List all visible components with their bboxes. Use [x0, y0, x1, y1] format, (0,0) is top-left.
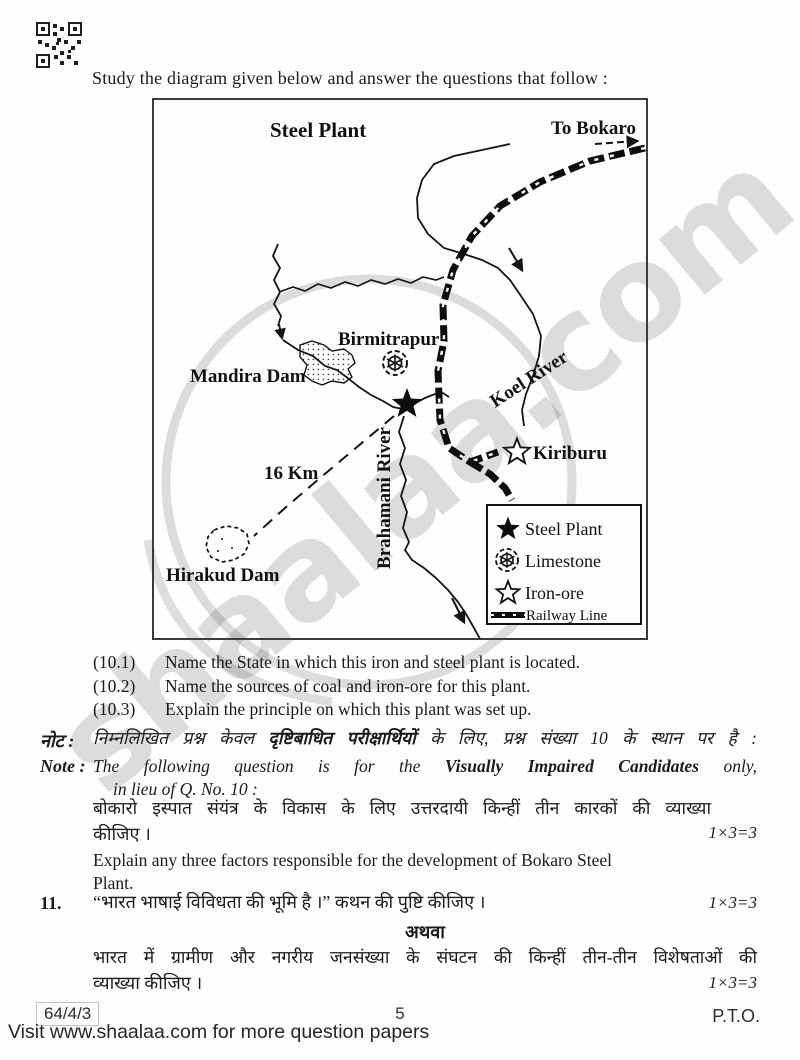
flow-arrow-right [508, 247, 524, 273]
legend-limestone-label: Limestone [525, 551, 601, 571]
note-english-prefix: The following question is for the [93, 756, 445, 776]
note-english-line2: in lieu of Q. No. 10 : [113, 779, 258, 799]
note-text-hindi: निम्नलिखित प्रश्न केवल दृष्टिबाधित परीक्… [93, 728, 757, 750]
instruction-line: Study the diagram given below and answer… [92, 68, 609, 88]
legend-iron-ore-icon [494, 578, 522, 605]
note-hindi-suffix: के लिए, प्रश्न संख्या 10 के स्थान पर है … [415, 728, 757, 748]
flow-arrow-bottom [451, 597, 466, 625]
river-branch-path [278, 276, 445, 293]
birmitrapur-label: Birmitrapur [338, 329, 440, 350]
limestone-symbol [382, 350, 408, 376]
to-bokaro-arrow [594, 135, 640, 149]
q11-or-label: अथवा [405, 922, 445, 942]
visit-link-text: Visit www.shaalaa.com for more question … [8, 1021, 430, 1043]
paper-code: 64/4/3 [36, 1002, 100, 1026]
hirakud-lake [205, 525, 250, 563]
q10-2-number: (10.2) [93, 676, 136, 696]
brahamani-river-label: Brahamani River [374, 426, 395, 569]
note-english-suffix: only, [698, 756, 757, 776]
steel-plant-star [391, 388, 423, 417]
lake-dot [221, 538, 223, 540]
q10-1-number: (10.1) [93, 652, 136, 672]
q11-marks: 1×3=3 [708, 893, 757, 912]
hirakud-dam-label: Hirakud Dam [166, 565, 280, 586]
q11-alt-line1: भारत में ग्रामीण और नगरीय जनसंख्या के सं… [93, 947, 757, 967]
vi-question-hindi-line2: कीजिए । [93, 824, 151, 844]
note-english-bold: Visually Impaired Candidates [444, 756, 699, 776]
note-text-english: The following question is for the Visual… [93, 756, 757, 777]
note-label-english: Note : [40, 756, 86, 776]
koel-river-label: Koel River [486, 346, 572, 412]
koel-river-path [416, 143, 542, 427]
q11-alt-line2: व्याख्या कीजिए । [93, 973, 203, 993]
legend-iron-ore-label: Iron-ore [525, 583, 584, 603]
map-frame [152, 98, 648, 640]
railway-line-hatch [436, 146, 646, 464]
kiriburu-label: Kiriburu [533, 443, 607, 464]
map-legend: Steel Plant Limestone Iron-ore Railway L… [486, 504, 642, 625]
map-title: Steel Plant [270, 118, 366, 142]
q10-2-text: Name the sources of coal and iron-ore fo… [165, 676, 531, 696]
map-diagram: Steel Plant To Bokaro Birmitrapur Mandir… [152, 98, 648, 640]
vi-question-hindi-line1: बोकारो इस्पात संयंत्र के विकास के लिए उत… [93, 798, 711, 818]
vi-question-marks: 1×3=3 [708, 823, 757, 842]
q10-3-text: Explain the principle on which this plan… [165, 699, 532, 719]
to-bokaro-label: To Bokaro [551, 118, 636, 139]
brahamani-river-path [398, 415, 481, 640]
pto-label: P.T.O. [712, 1006, 760, 1026]
qr-code [36, 22, 82, 68]
legend-steel-plant-label: Steel Plant [525, 519, 603, 539]
lake-dot [231, 547, 233, 549]
q10-1-text: Name the State in which this iron and st… [165, 652, 581, 672]
legend-railway-label: Railway Line [526, 608, 608, 624]
river-flow-arrow-left [274, 323, 286, 341]
lake-dot [217, 550, 219, 552]
q10-3-number: (10.3) [93, 699, 136, 719]
vi-question-english-line1: Explain any three factors responsible fo… [93, 850, 613, 870]
legend-steel-plant-icon [496, 516, 520, 540]
q11-text-hindi: “भारत भाषाई विविधता की भूमि है ।” कथन की… [93, 892, 486, 912]
iron-ore-star-kiriburu [501, 435, 533, 466]
q11-alt-marks: 1×3=3 [708, 973, 757, 992]
mandira-dam-label: Mandira Dam [190, 366, 306, 387]
distance-label: 16 Km [264, 463, 319, 484]
mandira-reservoir [299, 340, 356, 386]
note-hindi-prefix: निम्नलिखित प्रश्न केवल [93, 728, 269, 748]
note-hindi-bold: दृष्टिबाधित परीक्षार्थियों [268, 728, 416, 748]
mandira-river-path [271, 243, 282, 327]
legend-limestone-icon [495, 548, 519, 572]
railway-line [434, 144, 646, 466]
page-number: 5 [395, 1004, 405, 1023]
q11-number: 11. [40, 893, 62, 913]
vi-question-english-line2: Plant. [93, 873, 134, 893]
railway-branch [468, 458, 516, 502]
note-label-hindi: नोट : [40, 731, 75, 751]
